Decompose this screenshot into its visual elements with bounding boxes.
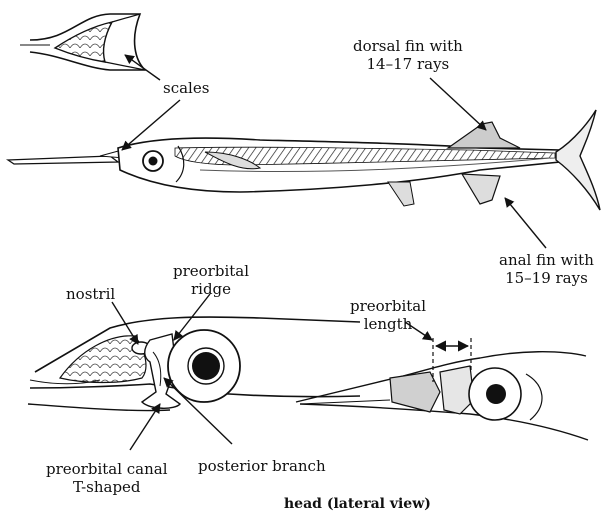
preorbital-length-label-line2: length [350,315,426,333]
dorsal-fin-label: dorsal fin with 14–17 rays [353,37,463,73]
nostril-label: nostril [66,285,115,303]
scales-inset [20,14,145,70]
anal-fin-label-line2: 15–19 rays [499,269,594,287]
head-detail-right [296,338,588,440]
preorbital-canal-label-line1: preorbital canal [46,460,168,478]
halfbeak-body [8,110,600,210]
head-detail-left [28,317,360,411]
preorbital-ridge-label-line2: ridge [173,280,249,298]
preorbital-length-label: preorbital length [350,297,426,333]
posterior-branch-label: posterior branch [198,457,326,475]
anal-fin-label-line1: anal fin with [499,251,594,269]
scales-label: scales [163,79,209,97]
head-lateral-view-title: head (lateral view) [284,495,431,513]
dorsal-fin-label-line1: dorsal fin with [353,37,463,55]
preorbital-length-label-line1: preorbital [350,297,426,315]
anal-fin-label: anal fin with 15–19 rays [499,251,594,287]
preorbital-canal-label-line2: T-shaped [46,478,168,496]
preorbital-canal-label: preorbital canal T-shaped [46,460,168,496]
preorbital-ridge-label-line1: preorbital [173,262,249,280]
preorbital-ridge-label: preorbital ridge [173,262,249,298]
dorsal-fin-label-line2: 14–17 rays [353,55,463,73]
